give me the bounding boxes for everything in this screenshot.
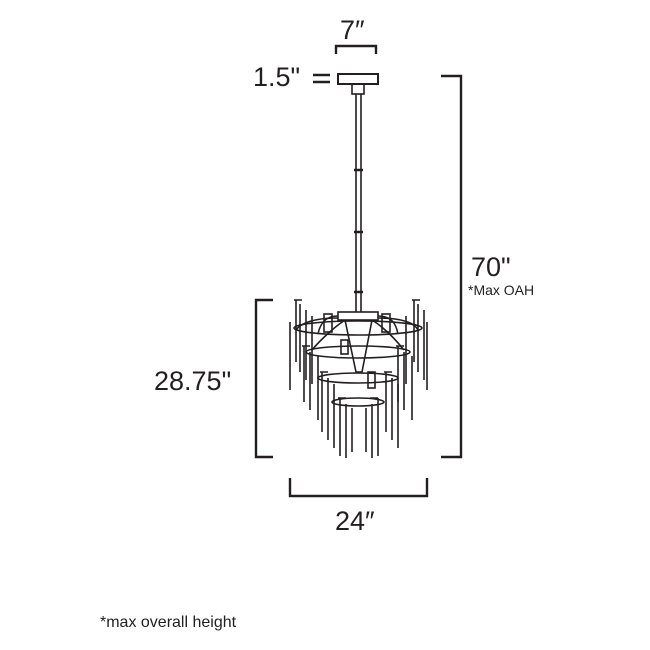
width-bracket bbox=[288, 478, 429, 498]
overall-height-note: *Max OAH bbox=[468, 282, 535, 298]
body-height-label: 28.75" bbox=[154, 366, 232, 396]
chandelier-drawing bbox=[289, 73, 428, 458]
canopy-height-label: 1.5" bbox=[253, 62, 301, 92]
body-height-bracket bbox=[254, 298, 273, 459]
canopy-width-bracket bbox=[334, 44, 378, 54]
overall-height-bracket bbox=[441, 74, 463, 459]
canopy-height-marker bbox=[313, 73, 330, 84]
footnote: *max overall height bbox=[100, 614, 237, 631]
canopy-width-label: 7″ bbox=[340, 15, 365, 45]
overall-height-label: 70" bbox=[471, 252, 511, 282]
downrod bbox=[355, 94, 362, 312]
hub bbox=[337, 311, 379, 321]
width-label: 24″ bbox=[335, 506, 375, 536]
canopy bbox=[337, 73, 379, 85]
